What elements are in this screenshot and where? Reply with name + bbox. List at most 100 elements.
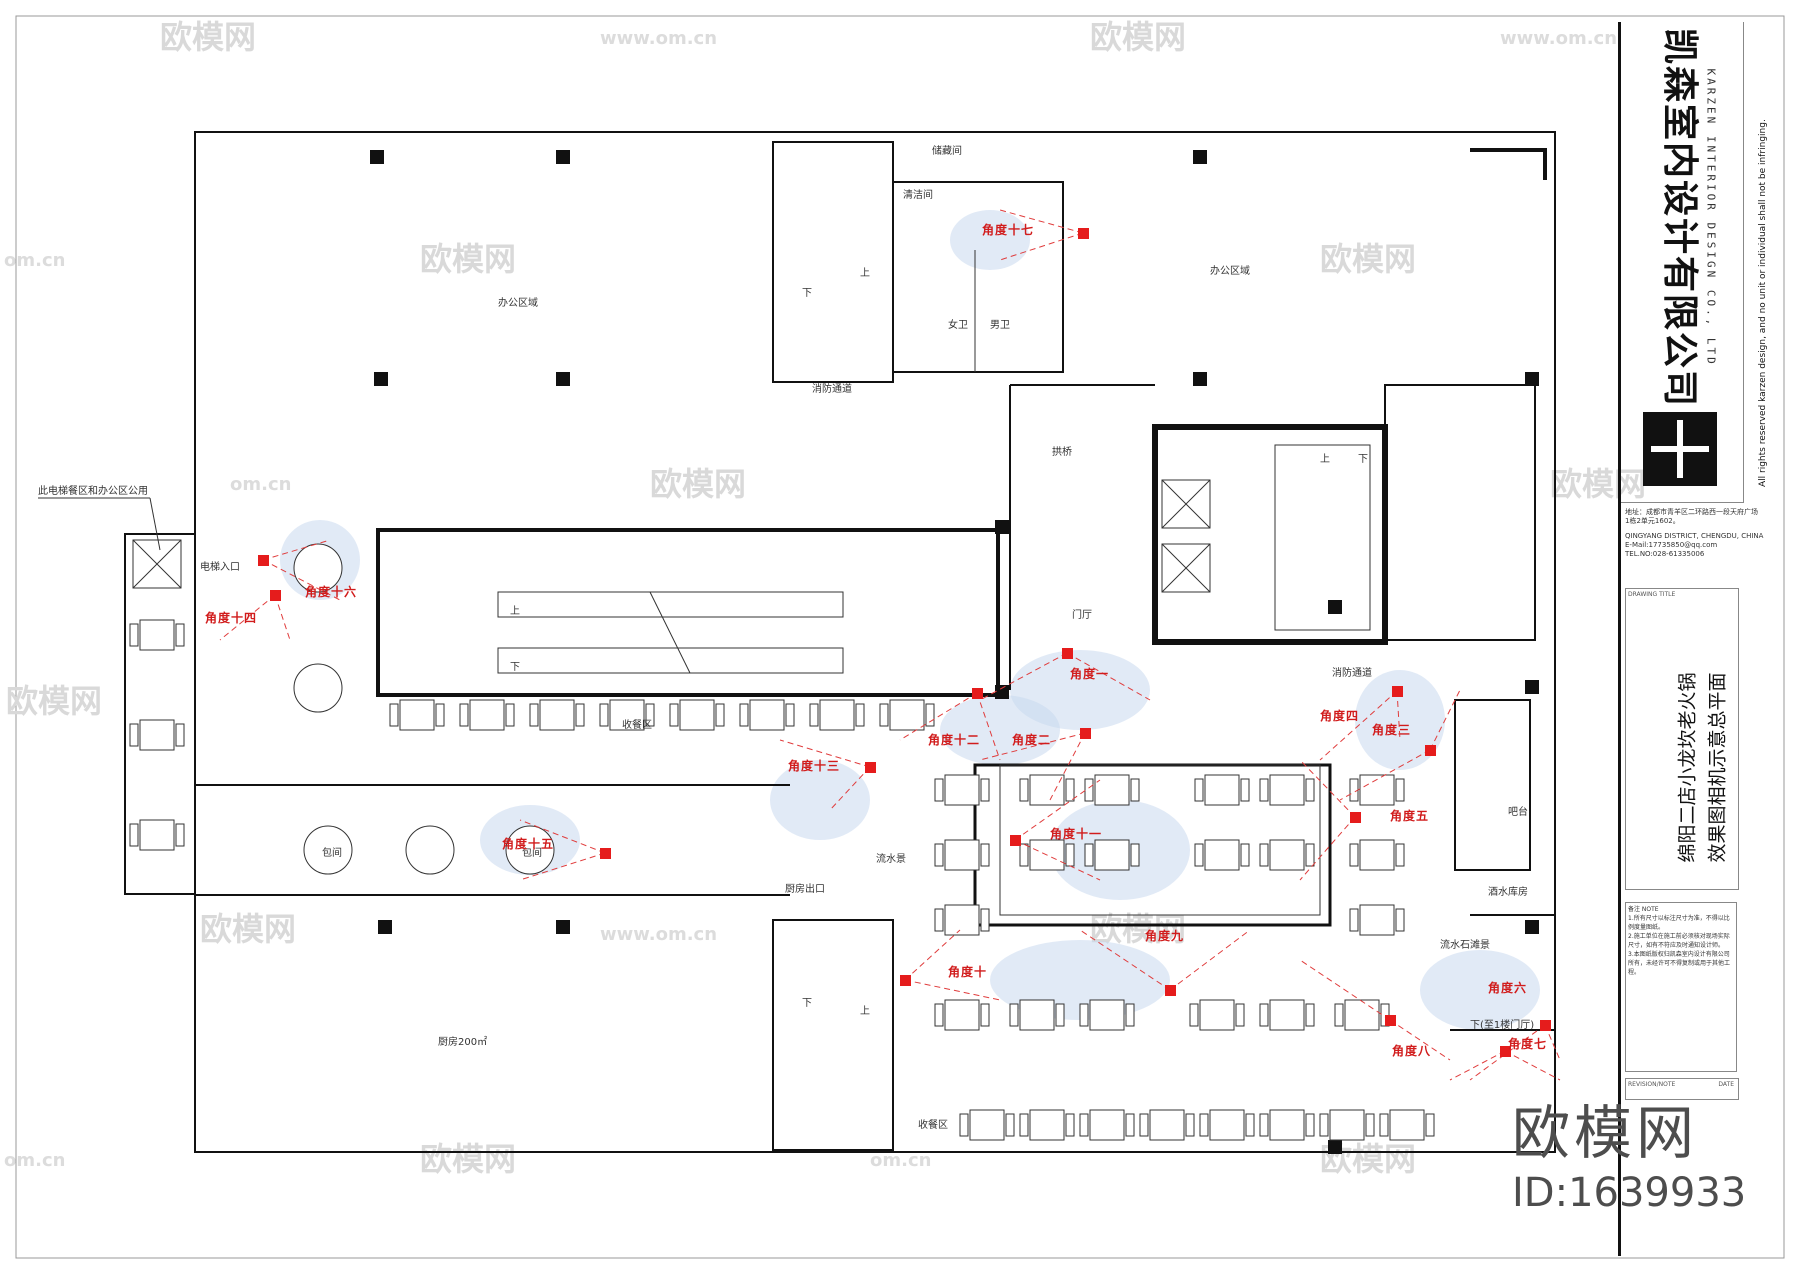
watermark-brand: 欧模网 [160, 18, 256, 56]
camera-view-ray [274, 594, 291, 641]
stair-down-label: 下 [802, 288, 812, 299]
camera-marker [270, 590, 281, 601]
camera-marker [972, 688, 983, 699]
company-logo-icon [1643, 412, 1717, 486]
dining-table [669, 699, 725, 731]
logo-box: 凯森室内设计有限公司 KARZEN INTERIOR DESIGN CO., L… [1621, 22, 1744, 503]
fire-passage-label: 消防通道 [812, 382, 852, 395]
camera-marker [900, 975, 911, 986]
camera-view-ray [1319, 690, 1398, 761]
watermark-brand: 欧模网 [650, 465, 746, 503]
dining-table [1194, 839, 1250, 871]
camera-angle-label: 角度十五 [502, 836, 554, 851]
camera-angle-label: 角度十六 [305, 584, 357, 599]
watermark-brand: 欧模网 [1320, 240, 1416, 278]
stair-up-label: 上 [1320, 453, 1330, 465]
camera-markers: 角度一角度二角度三角度四角度五角度六角度七角度八角度九角度十角度十一角度十二角度… [205, 209, 1561, 1081]
dining-table [1019, 774, 1075, 806]
district-en: QINGYANG DISTRICT, CHENGDU, CHINA [1625, 532, 1764, 540]
note-1: 1.所有尺寸以标注尺寸为准，不得以比例度量图纸。 [1628, 915, 1730, 931]
kitchen-label: 厨房200㎡ [438, 1035, 487, 1048]
dining-table [1189, 999, 1245, 1031]
camera-view-ray [999, 209, 1084, 234]
dining-table [1349, 904, 1405, 936]
camera-view-ray [1049, 732, 1086, 801]
dining-table [959, 1109, 1015, 1141]
private-room-label: 包间 [522, 846, 542, 859]
rights-statement: All rights reserved karzen design, and n… [1758, 119, 1768, 487]
mens-restroom-label: 男卫 [990, 319, 1010, 331]
camera-view-ray [1429, 689, 1461, 751]
watermark-url: om.cn [870, 1150, 931, 1171]
camera-marker [1080, 728, 1091, 739]
escalator-down-label: 下 [510, 662, 520, 673]
camera-angle-label: 角度七 [1508, 1036, 1547, 1051]
storage-label: 储藏间 [932, 144, 962, 157]
dining-table [934, 774, 990, 806]
dining-table [459, 699, 515, 731]
sheet-border [15, 15, 1785, 1259]
dining-table [129, 719, 185, 751]
dining-table [1259, 774, 1315, 806]
dining-table [1199, 1109, 1255, 1141]
address-cn: 地址：成都市青羊区二环路西一段天府广场 [1625, 508, 1758, 516]
dining-table [934, 839, 990, 871]
camera-view-ray [1544, 1024, 1561, 1061]
camera-view-ray [899, 692, 978, 741]
note-3: 3.本图纸版权归凯森室内设计有限公司所有，未经许可不得复制或用于其他工程。 [1628, 951, 1731, 976]
camera-marker [1062, 648, 1073, 659]
camera-angle-label: 角度五 [1390, 808, 1429, 823]
dining-table [1349, 839, 1405, 871]
camera-marker [258, 555, 269, 566]
camera-view-ray [519, 819, 606, 854]
office-left-label: 办公区域 [498, 296, 538, 309]
camera-view-ray [904, 929, 961, 981]
stair-down-label: 下 [802, 998, 812, 1009]
watermark-brand: 欧模网 [420, 1140, 516, 1178]
watermark-url: om.cn [4, 1150, 65, 1171]
dining-table [934, 999, 990, 1031]
cleaning-label: 清洁间 [903, 188, 933, 201]
title-block: 凯森室内设计有限公司 KARZEN INTERIOR DESIGN CO., L… [1618, 22, 1783, 1256]
collect-area-top-label: 收餐区 [622, 718, 652, 731]
camera-view-ray [1449, 1050, 1506, 1081]
camera-angle-label: 角度九 [1145, 928, 1184, 943]
watermark-brand: 欧模网 [200, 910, 296, 948]
drawing-title-line2: 效果图相机示意总平面 [1706, 672, 1729, 863]
camera-marker [1500, 1046, 1511, 1057]
water-feature-label: 流水石滩景 [1440, 938, 1490, 951]
building-walls [124, 131, 1556, 1153]
camera-view-ray [779, 739, 871, 768]
dining-table [934, 904, 990, 936]
camera-view-ray [1389, 1019, 1451, 1061]
revision-box: REVISION/NOTE DATE [1625, 1078, 1739, 1100]
camera-angle-label: 角度十三 [788, 758, 840, 773]
camera-view-ray [1299, 959, 1391, 1021]
watermark-brand: 欧模网 [1550, 465, 1646, 503]
note-2: 2.施工单位在施工前必须核对现场实际尺寸，如有不符应及时通知设计师。 [1628, 933, 1730, 949]
bridge-label: 拱桥 [1052, 445, 1072, 458]
address-line2: 1栋2单元1602。 [1625, 517, 1680, 525]
water-scene-label: 流水景 [876, 852, 906, 865]
camera-view-ray [1299, 759, 1356, 818]
round-tables [293, 543, 555, 875]
collect-area-bottom-label: 收餐区 [918, 1118, 948, 1131]
camera-angle-label: 角度十四 [205, 610, 257, 625]
camera-view-ray [519, 852, 606, 881]
camera-view-ray [1396, 690, 1401, 741]
camera-angle-label: 角度十七 [982, 222, 1034, 237]
watermark-id: ID:1639933 [1512, 1170, 1747, 1216]
dining-table [739, 699, 795, 731]
camera-view-ray [979, 732, 1086, 761]
dining-table [1259, 999, 1315, 1031]
camera-angle-label: 角度四 [1320, 708, 1359, 723]
dining-table [389, 699, 445, 731]
wine-room-label: 酒水库房 [1488, 885, 1528, 898]
dining-table [1019, 1109, 1075, 1141]
camera-view-ray [1339, 749, 1431, 801]
camera-view-ray [262, 539, 331, 561]
dining-table [879, 699, 935, 731]
lobby-label: 门厅 [1072, 608, 1092, 621]
dining-table [1259, 1109, 1315, 1141]
